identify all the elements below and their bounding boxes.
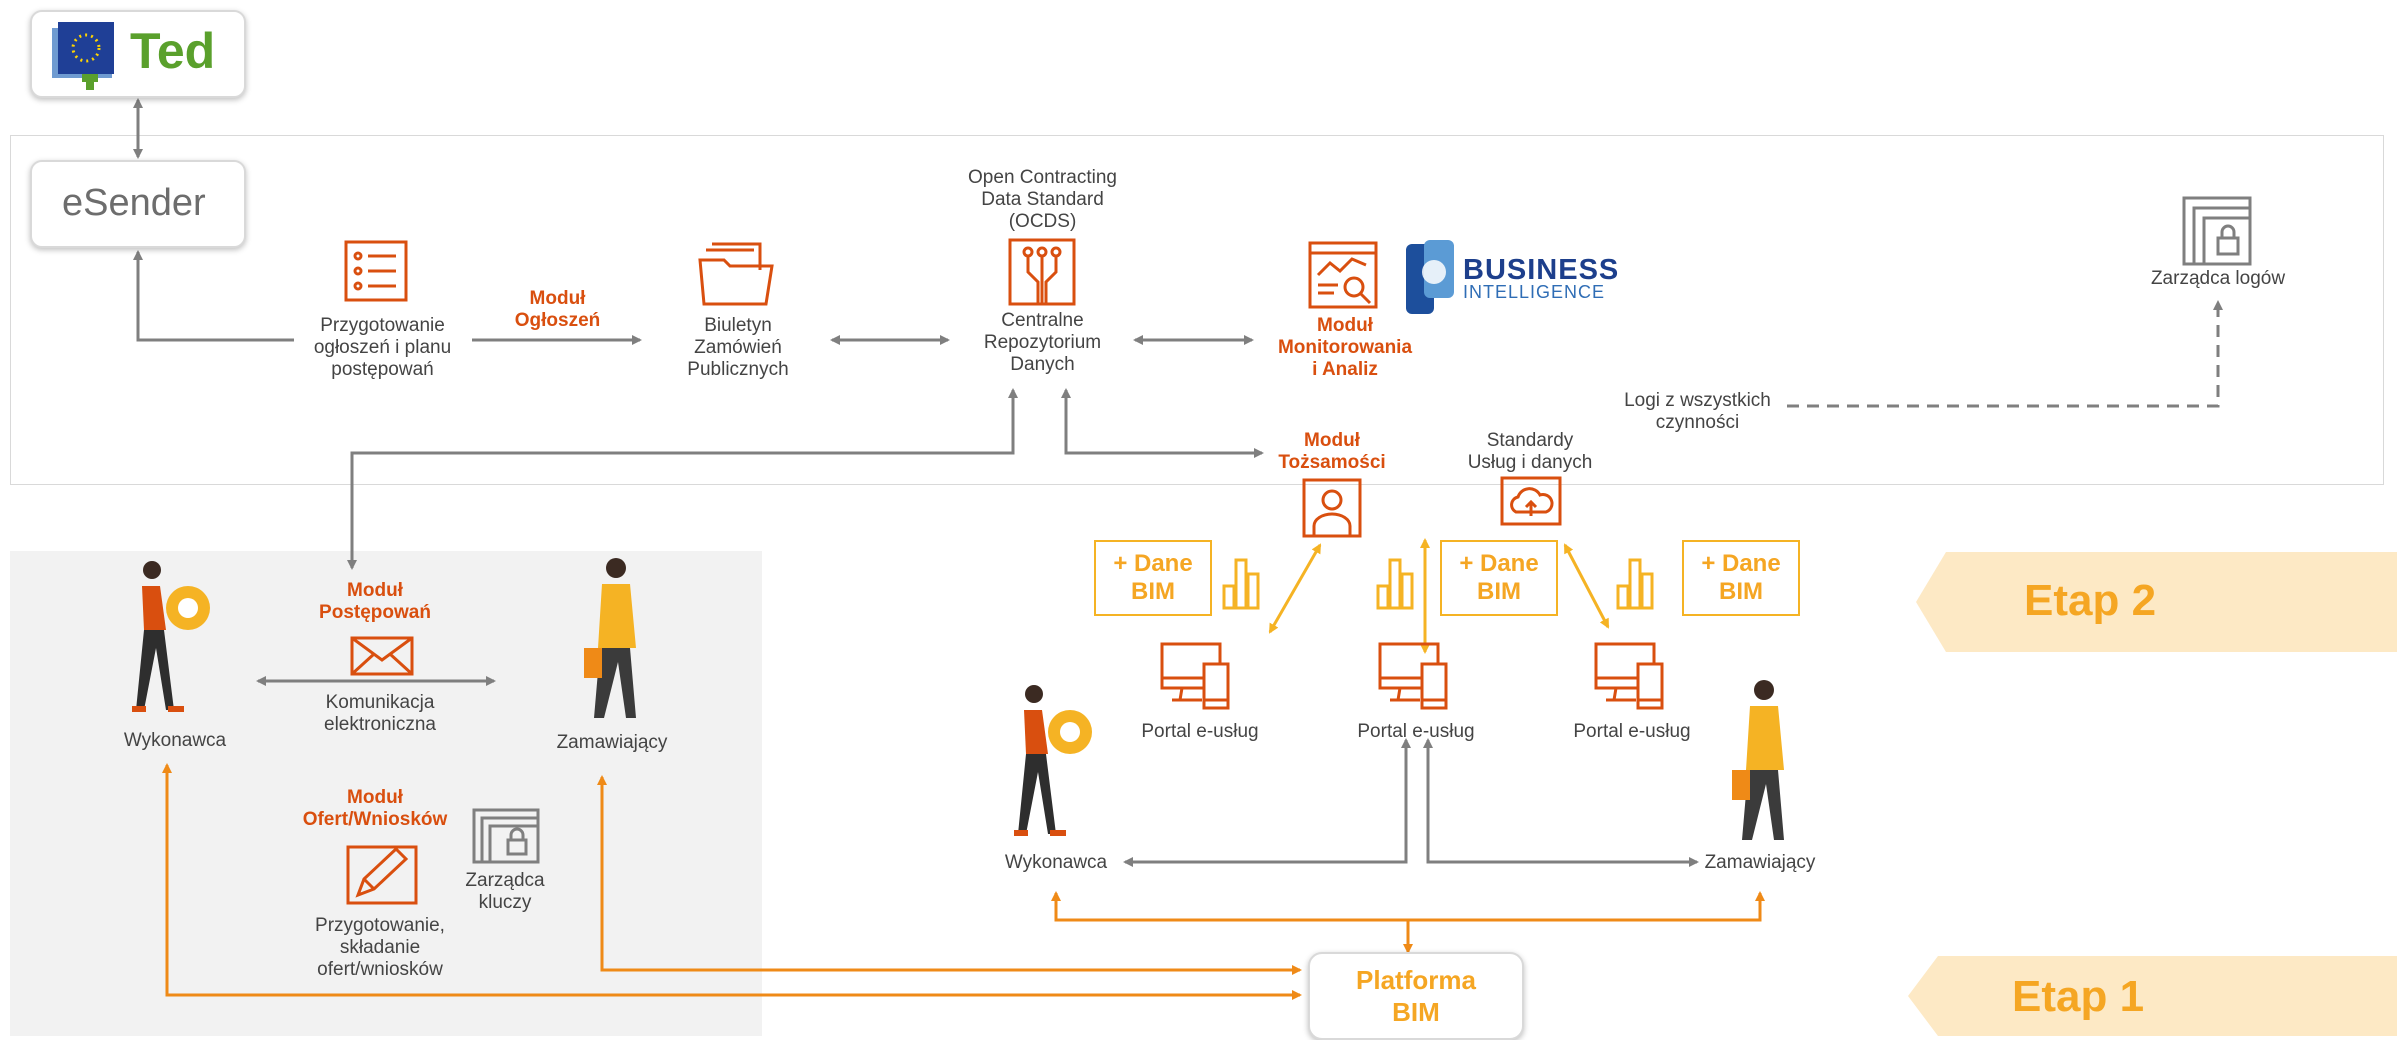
monitor-icon	[1594, 642, 1664, 710]
wykonawca-figure	[1014, 685, 1092, 836]
zarzadca-logow-label: Zarządca logów	[2150, 268, 2286, 289]
etap1-banner: Etap 1	[1908, 956, 2397, 1036]
bar-chart-icon	[1222, 558, 1260, 610]
zamawiajacy-figure	[1732, 680, 1784, 840]
list-icon	[344, 240, 408, 302]
zamawiajacy-figure	[584, 558, 636, 718]
standardy-label: Standardy Usług i danych	[1467, 430, 1593, 473]
portal-label-1: Portal e-usług	[1141, 721, 1259, 742]
monitor-icon	[1160, 642, 1230, 710]
modul-monitorowania-label: Moduł Monitorowania i Analiz	[1277, 315, 1413, 380]
dane-bim-box-1: + Dane BIM	[1094, 540, 1212, 616]
eu-flag-icon	[52, 22, 114, 90]
esender-logo-text: eSender	[62, 182, 206, 224]
wykonawca-figure	[132, 561, 210, 712]
modul-ogloszen-label: Moduł Ogłoszeń	[514, 288, 601, 331]
przygotowanie-ogloszen-label: Przygotowanie ogłoszeń i planu postępowa…	[313, 315, 452, 380]
lock-icon	[2182, 196, 2252, 266]
modul-postepowan-label: Moduł Postępowań	[319, 580, 431, 623]
wykonawca-label-right: Wykonawca	[1004, 852, 1108, 873]
bi-logo-sub: INTELLIGENCE	[1463, 282, 1606, 302]
portal-label-3: Portal e-usług	[1573, 721, 1691, 742]
etap2-banner: Etap 2	[1916, 552, 2397, 652]
bar-chart-icon	[1376, 558, 1414, 610]
dane-bim-box-2: + Dane BIM	[1440, 540, 1558, 616]
zamawiajacy-label-left: Zamawiający	[556, 732, 668, 753]
etap1-label: Etap 1	[2012, 972, 2145, 1021]
portal-label-2: Portal e-usług	[1357, 721, 1475, 742]
ted-logo: Ted	[30, 10, 246, 98]
wykonawca-label-left: Wykonawca	[123, 730, 227, 751]
dane-bim-box-3: + Dane BIM	[1682, 540, 1800, 616]
platforma-bim-box	[1308, 952, 1524, 1040]
person-icon	[1302, 478, 1362, 538]
logi-label: Logi z wszystkich czynności	[1624, 390, 1771, 433]
zamawiajacy-label-right: Zamawiający	[1704, 852, 1816, 873]
circuit-icon	[1008, 238, 1076, 306]
envelope-icon	[350, 636, 414, 676]
bi-logo-main: BUSINESS	[1463, 254, 1620, 286]
bi-logo-icon	[1406, 240, 1454, 314]
przygotowanie-ofert-label: Przygotowanie, składanie ofert/wniosków	[315, 915, 445, 980]
biuletyn-label: Biuletyn Zamówień Publicznych	[687, 315, 789, 380]
monitor-icon	[1378, 642, 1448, 710]
etap2-label: Etap 2	[2024, 576, 2157, 625]
analytics-icon	[1308, 241, 1378, 309]
bar-chart-icon	[1616, 558, 1654, 610]
folder-icon	[698, 242, 774, 306]
platforma-bim-label: Platforma BIM	[1356, 965, 1476, 1027]
cloud-icon	[1500, 476, 1562, 526]
ted-logo-text: Ted	[130, 23, 216, 79]
modul-tozsamosci-label: Moduł Tożsamości	[1278, 430, 1386, 473]
repozytorium-label: Centralne Repozytorium Danych	[983, 310, 1102, 375]
komunikacja-label: Komunikacja elektroniczna	[324, 692, 436, 735]
esender-logo: eSender	[30, 160, 246, 248]
lock-icon	[472, 808, 540, 864]
pencil-icon	[346, 845, 418, 905]
modul-ofert-label: Moduł Ofert/Wniosków	[302, 787, 448, 830]
ocds-header: Open Contracting Data Standard (OCDS)	[968, 167, 1117, 232]
zarzadca-kluczy-label: Zarządca kluczy	[465, 870, 545, 913]
